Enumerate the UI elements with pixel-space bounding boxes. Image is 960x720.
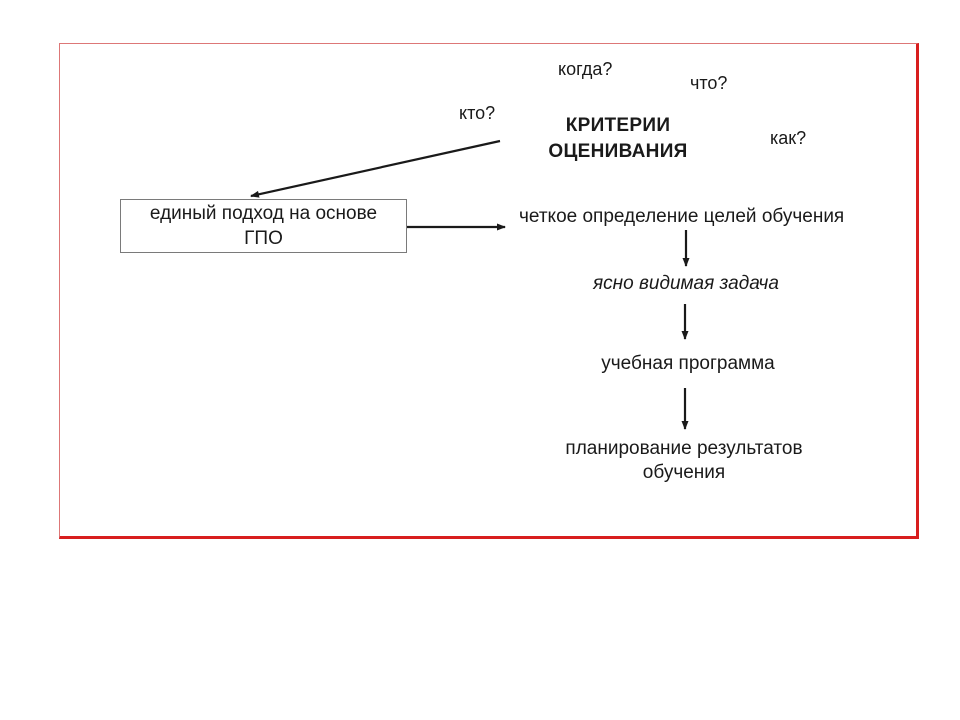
question-label-what: что? xyxy=(690,73,728,93)
question-label-how: как? xyxy=(770,128,807,148)
unified-approach-box: единый подход на основе ГПО xyxy=(120,199,407,253)
unified-approach-box-line1: единый подход на основе xyxy=(149,203,378,224)
question-label-who: кто? xyxy=(459,103,496,123)
flow-step-goal-definition: четкое определение целей обучения xyxy=(519,206,845,227)
flow-step-results-planning: планирование результатов обучения xyxy=(534,437,834,485)
diagram-title-line2: ОЦЕНИВАНИЯ xyxy=(548,141,688,162)
flow-step-visible-task: ясно видимая задача xyxy=(593,273,779,294)
flow-step-curriculum: учебная программа xyxy=(601,353,775,374)
flow-step-results-planning-line2: обучения xyxy=(642,462,726,483)
unified-approach-box-line2: ГПО xyxy=(244,228,283,249)
question-label-when: когда? xyxy=(558,59,613,79)
diagram-title-line1: КРИТЕРИИ xyxy=(565,115,671,136)
slide-border-frame xyxy=(59,43,919,539)
diagram-title: КРИТЕРИИ ОЦЕНИВАНИЯ xyxy=(518,113,718,165)
flow-step-results-planning-line1: планирование результатов xyxy=(565,438,803,459)
